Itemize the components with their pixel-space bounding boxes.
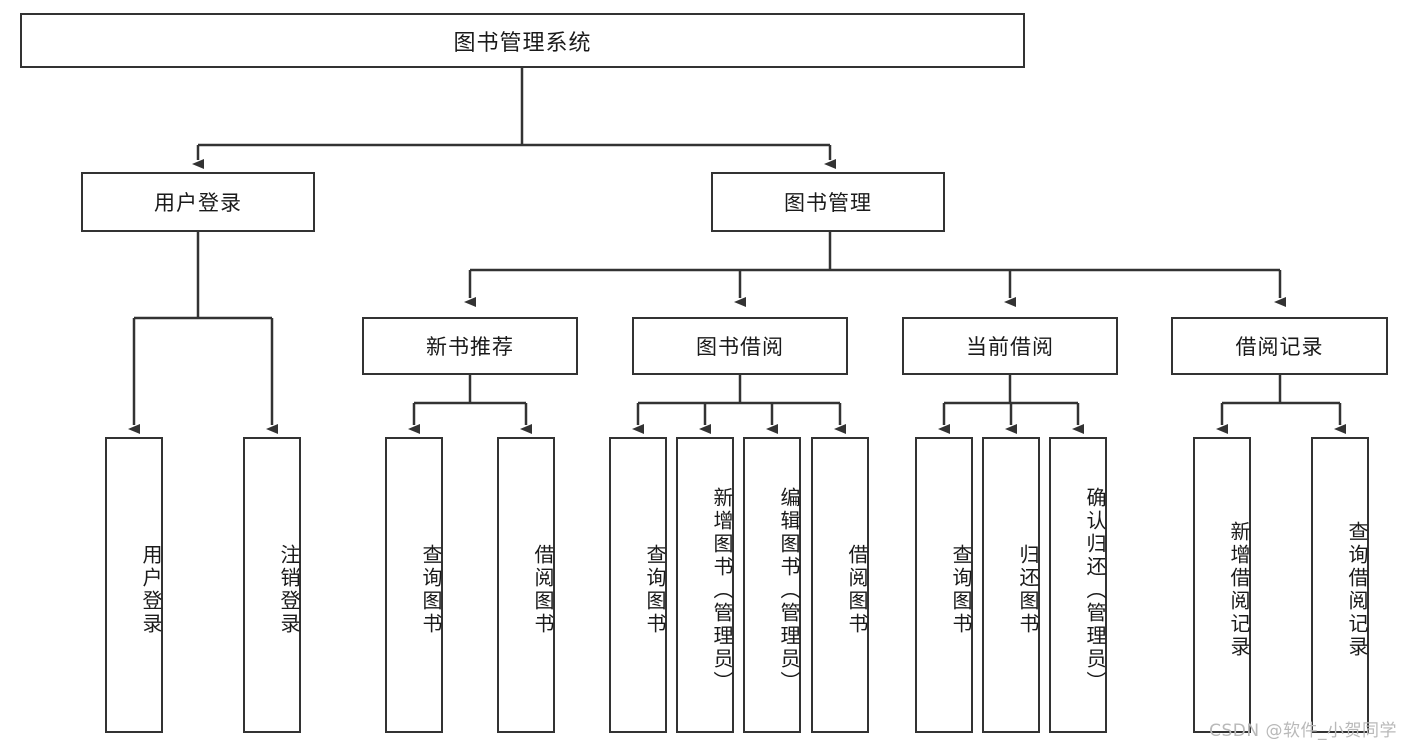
leaf-newbook-borrow-book[interactable]: 借阅图书 bbox=[497, 437, 555, 733]
leaf-user-logout[interactable]: 注销登录 bbox=[243, 437, 301, 733]
node-user-login[interactable]: 用户登录 bbox=[81, 172, 315, 232]
leaf-newbook-query-book[interactable]: 查询图书 bbox=[385, 437, 443, 733]
node-root-book-management-system[interactable]: 图书管理系统 bbox=[20, 13, 1025, 68]
leaf-record-query-borrow-record[interactable]: 查询借阅记录 bbox=[1311, 437, 1369, 733]
leaf-current-return-book[interactable]: 归还图书 bbox=[982, 437, 1040, 733]
node-label: 用户登录 bbox=[139, 544, 163, 636]
leaf-current-query-book[interactable]: 查询图书 bbox=[915, 437, 973, 733]
leaf-borrow-add-book-admin[interactable]: 新增图书（管理员） bbox=[676, 437, 734, 733]
leaf-record-add-borrow-record[interactable]: 新增借阅记录 bbox=[1193, 437, 1251, 733]
leaf-user-login[interactable]: 用户登录 bbox=[105, 437, 163, 733]
node-label: 借阅图书 bbox=[845, 544, 869, 636]
leaf-borrow-borrow-book[interactable]: 借阅图书 bbox=[811, 437, 869, 733]
node-label: 归还图书 bbox=[1016, 544, 1040, 636]
node-label: 借阅图书 bbox=[531, 544, 555, 636]
node-book-management[interactable]: 图书管理 bbox=[711, 172, 945, 232]
node-new-book-recommend[interactable]: 新书推荐 bbox=[362, 317, 578, 375]
watermark-text: CSDN @软件_小贺同学 bbox=[1209, 721, 1397, 741]
node-book-borrow[interactable]: 图书借阅 bbox=[632, 317, 848, 375]
node-label: 当前借阅 bbox=[966, 335, 1054, 359]
node-label: 新书推荐 bbox=[426, 335, 514, 359]
node-label: 图书管理 bbox=[784, 191, 872, 215]
node-label: 借阅记录 bbox=[1235, 335, 1324, 359]
leaf-borrow-edit-book-admin[interactable]: 编辑图书（管理员） bbox=[743, 437, 801, 733]
node-label: 新增图书（管理员） bbox=[710, 486, 734, 694]
node-borrow-record[interactable]: 借阅记录 bbox=[1171, 317, 1388, 375]
leaf-current-confirm-return-admin[interactable]: 确认归还（管理员） bbox=[1049, 437, 1107, 733]
node-current-borrow[interactable]: 当前借阅 bbox=[902, 317, 1118, 375]
node-label: 图书借阅 bbox=[696, 335, 784, 359]
node-label: 编辑图书（管理员） bbox=[777, 486, 801, 694]
node-label: 查询图书 bbox=[949, 544, 973, 636]
node-label: 注销登录 bbox=[277, 544, 301, 636]
node-label: 图书管理系统 bbox=[453, 30, 592, 56]
node-label: 查询图书 bbox=[643, 544, 667, 636]
node-label: 新增借阅记录 bbox=[1227, 521, 1251, 659]
leaf-borrow-query-book[interactable]: 查询图书 bbox=[609, 437, 667, 733]
node-label: 查询图书 bbox=[419, 544, 443, 636]
node-label: 确认归还（管理员） bbox=[1083, 486, 1107, 694]
node-label: 用户登录 bbox=[154, 191, 242, 215]
node-label: 查询借阅记录 bbox=[1345, 521, 1369, 659]
